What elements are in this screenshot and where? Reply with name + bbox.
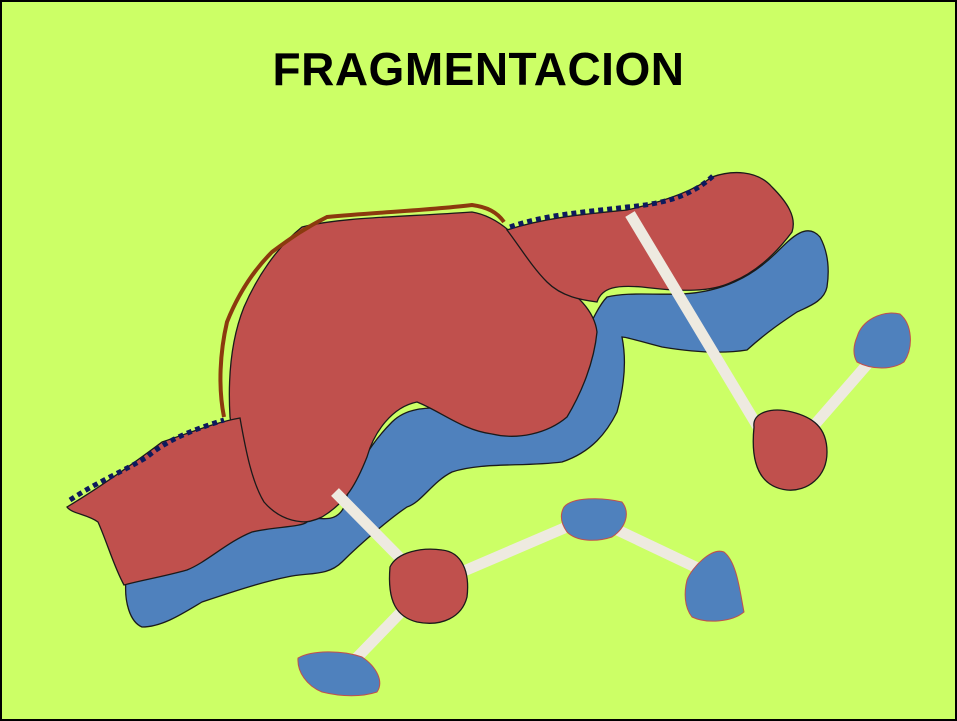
corridor-line (625, 211, 769, 440)
original-boundary-line (218, 202, 506, 418)
islet-bottom-left (297, 651, 381, 697)
islet-center (560, 498, 627, 541)
slide-title: FRAGMENTACION (272, 43, 685, 95)
habitat-edge-dotted (68, 417, 225, 503)
islet-lower-right (684, 550, 745, 622)
remnant-patch-center (388, 548, 469, 624)
remnant-patch-right (752, 409, 828, 491)
islet-top-right (853, 312, 911, 369)
left-fragment (66, 417, 309, 586)
corridor-line (331, 488, 408, 566)
main-fragment (228, 211, 598, 524)
habitat-edge-dotted-right (509, 172, 717, 230)
